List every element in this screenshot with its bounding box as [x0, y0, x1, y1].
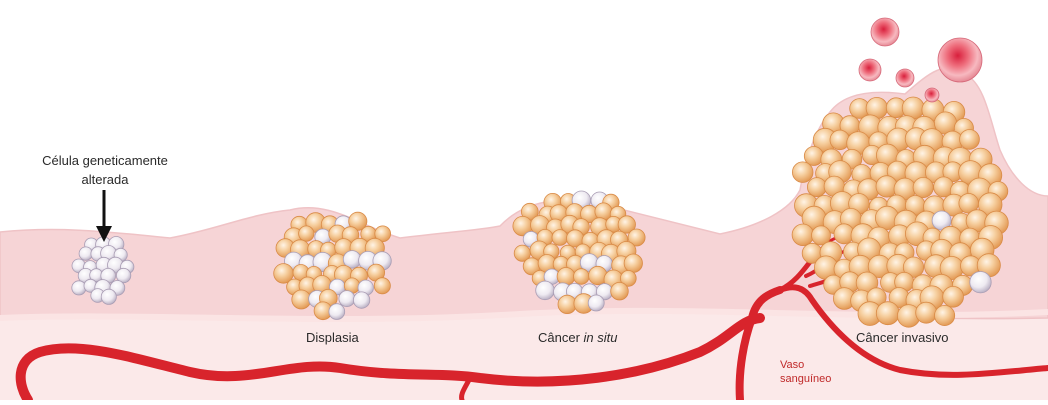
- normal-cell: [353, 292, 369, 308]
- vessel-label-line1: Vaso: [780, 358, 831, 372]
- tumor-cell: [292, 290, 311, 309]
- altered-cell-label-line1: Célula geneticamente: [30, 151, 180, 170]
- tumor-cell: [624, 254, 642, 272]
- metastatic-cell: [871, 18, 899, 46]
- normal-cell: [339, 291, 355, 307]
- metastatic-cell: [925, 88, 939, 102]
- normal-cell: [72, 281, 86, 295]
- tumor-cell: [611, 282, 629, 300]
- tumor-cell: [792, 162, 813, 183]
- tumor-cell: [574, 269, 590, 285]
- in-situ-label: Câncer in situ: [538, 330, 618, 345]
- tumor-cell: [913, 177, 933, 197]
- tumor-cell: [960, 130, 980, 150]
- normal-cell: [329, 304, 345, 320]
- tumor-cell: [916, 302, 937, 323]
- altered-cell-label: Célula geneticamente alterada: [30, 151, 180, 189]
- tumor-cell: [943, 286, 964, 307]
- vessel-label-line2: sanguíneo: [780, 372, 831, 386]
- normal-cell: [79, 247, 92, 260]
- normal-cell: [588, 295, 604, 311]
- metastatic-cell: [938, 38, 982, 82]
- tumor-cell: [807, 178, 826, 197]
- normal-cell: [536, 281, 555, 300]
- tumor-cell: [552, 230, 568, 246]
- tumor-cell: [935, 305, 955, 325]
- normal-cell: [101, 289, 116, 304]
- tumor-cell: [557, 268, 575, 286]
- tumor-cell: [374, 278, 390, 294]
- metastatic-cell: [859, 59, 881, 81]
- tumor-cell: [792, 224, 814, 246]
- altered-cell-label-line2: alterada: [30, 170, 180, 189]
- invasive-label: Câncer invasivo: [856, 330, 949, 345]
- tumor-cell: [830, 130, 850, 150]
- tumor-cell: [876, 302, 899, 325]
- in-situ-label-prefix: Câncer: [538, 330, 584, 345]
- dysplasia-label: Displasia: [306, 330, 359, 345]
- metastatic-cell: [896, 69, 914, 87]
- in-situ-label-italic: in situ: [584, 330, 618, 345]
- vessel-label: Vaso sanguíneo: [780, 358, 831, 386]
- tumor-cell: [299, 226, 314, 241]
- normal-cell: [970, 272, 991, 293]
